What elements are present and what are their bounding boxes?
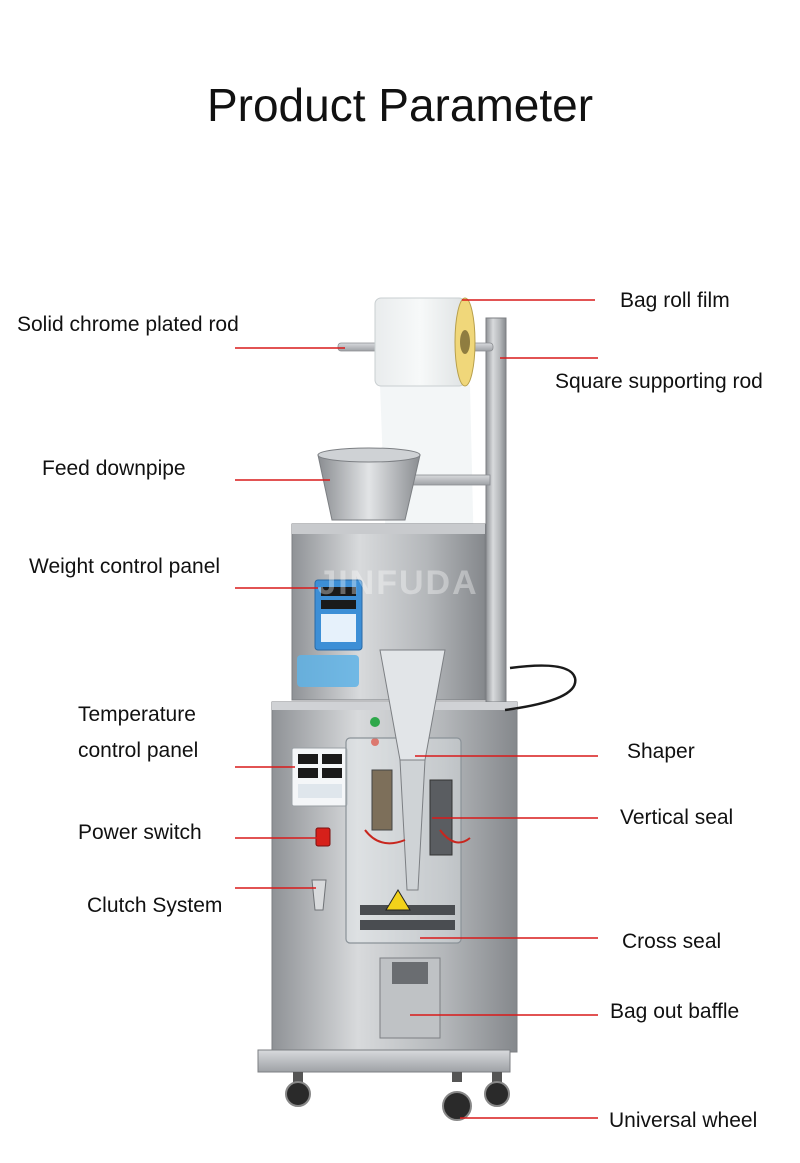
label-universal-wheel: Universal wheel: [609, 1109, 758, 1132]
bag-roll-film: [374, 297, 466, 387]
leader-lines: [235, 299, 598, 1119]
label-solid-chrome-plated-rod: Solid chrome plated rod: [17, 313, 239, 336]
base-plate: [257, 1049, 511, 1073]
clutch-handle: [311, 879, 327, 911]
page-title: Product Parameter: [206, 79, 594, 131]
power-switch: [315, 827, 331, 847]
label-temperature-line1: Temperature: [78, 703, 196, 726]
label-bag-out-baffle: Bag out baffle: [610, 1000, 740, 1023]
feed-hopper: [317, 454, 421, 521]
label-feed-downpipe: Feed downpipe: [42, 457, 186, 480]
label-power-switch: Power switch: [78, 821, 202, 844]
label-shaper: Shaper: [627, 740, 695, 763]
label-bag-roll-film: Bag roll film: [620, 289, 730, 312]
warning-sign: [385, 889, 411, 911]
label-square-supporting-rod: Square supporting rod: [555, 370, 763, 393]
label-vertical-seal: Vertical seal: [620, 806, 734, 829]
label-temperature-control-panel: Temperature control panel: [78, 697, 198, 769]
watermark: JINFUDA: [317, 564, 478, 602]
label-weight-control-panel: Weight control panel: [29, 555, 221, 578]
label-clutch-system: Clutch System: [87, 894, 223, 917]
universal-wheels: [285, 1072, 510, 1121]
label-cross-seal: Cross seal: [622, 930, 722, 953]
label-temperature-line2: control panel: [78, 739, 199, 762]
